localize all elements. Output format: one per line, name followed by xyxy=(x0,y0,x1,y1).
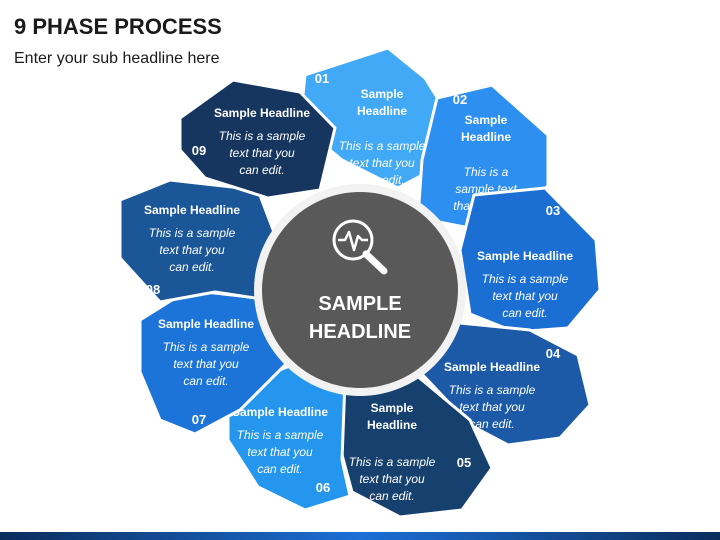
phase-09-headline: Sample Headline xyxy=(214,106,310,120)
center-headline-line2: HEADLINE xyxy=(309,321,411,343)
phase-05-text: This is a sample xyxy=(349,455,436,469)
phase-08-number: 08 xyxy=(146,282,160,297)
phase-07-headline: Sample Headline xyxy=(158,317,254,331)
phase-06-text: This is a sample xyxy=(237,428,324,442)
phase-09-text: can edit. xyxy=(239,163,284,177)
phase-02-text: This is a xyxy=(464,165,509,179)
phase-01-text: This is a sample xyxy=(339,139,426,153)
phase-04-text: can edit. xyxy=(469,417,514,431)
phase-05-number: 05 xyxy=(457,455,471,470)
phase-07-number: 07 xyxy=(192,412,206,427)
phase-07-text: can edit. xyxy=(183,374,228,388)
phase-09-text: This is a sample xyxy=(219,129,306,143)
phase-03-text: can edit. xyxy=(502,306,547,320)
phase-09-number: 09 xyxy=(192,143,206,158)
phase-04-headline: Sample Headline xyxy=(444,360,540,374)
phase-01-headline: Sample xyxy=(361,87,404,101)
bottom-accent-bar xyxy=(0,532,720,540)
phase-07-text: This is a sample xyxy=(163,340,250,354)
center-headline-line1: SAMPLE xyxy=(318,293,401,315)
phase-09-text: text that you xyxy=(229,146,295,160)
phase-06-text: text that you xyxy=(247,445,313,459)
phase-04-number: 04 xyxy=(546,346,561,361)
phase-08-text: text that you xyxy=(159,243,225,257)
phase-04-text: text that you xyxy=(459,400,525,414)
phase-05-text: can edit. xyxy=(369,489,414,503)
phase-05-headline: Sample xyxy=(371,401,414,415)
phase-08-text: This is a sample xyxy=(149,226,236,240)
page-title: 9 PHASE PROCESS xyxy=(14,14,222,39)
phase-02-headline: Headline xyxy=(461,130,511,144)
phase-04-text: This is a sample xyxy=(449,383,536,397)
page-subtitle: Enter your sub headline here xyxy=(14,50,220,67)
phase-03-headline: Sample Headline xyxy=(477,249,573,263)
magnifier-pulse-icon xyxy=(332,219,388,275)
phase-07-text: text that you xyxy=(173,357,239,371)
phase-01-text: can edit. xyxy=(359,173,404,187)
phase-05-text: text that you xyxy=(359,472,425,486)
phase-03-text: text that you xyxy=(492,289,558,303)
phase-03-number: 03 xyxy=(546,203,560,218)
phase-01-text: text that you xyxy=(349,156,415,170)
center-circle xyxy=(262,192,458,388)
phase-09-petal xyxy=(178,78,337,200)
phase-02-headline: Sample xyxy=(465,113,508,127)
phase-08-headline: Sample Headline xyxy=(144,203,240,217)
phase-06-number: 06 xyxy=(316,480,330,495)
center-hub: SAMPLE HEADLINE xyxy=(254,184,466,396)
phase-02-number: 02 xyxy=(453,92,467,107)
phase-01-number: 01 xyxy=(315,71,329,86)
phase-06-text: can edit. xyxy=(257,462,302,476)
phase-08-text: can edit. xyxy=(169,260,214,274)
phase-03-text: This is a sample xyxy=(482,272,569,286)
phase-05-headline: Headline xyxy=(367,418,417,432)
phase-06-headline: Sample Headline xyxy=(232,405,328,419)
phase-01-headline: Headline xyxy=(357,104,407,118)
